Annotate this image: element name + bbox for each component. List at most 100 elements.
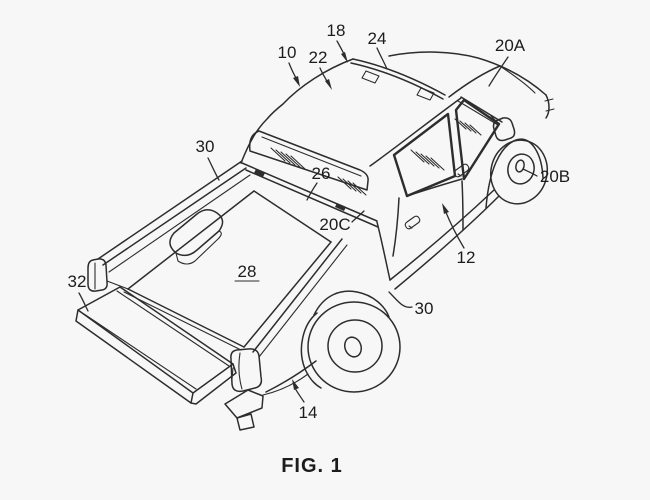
ref-label-12: 12 — [457, 248, 476, 267]
front-wheel-rim — [507, 153, 535, 185]
bed-left-rail-mid — [102, 167, 247, 266]
bed-right-corner-post — [230, 348, 263, 393]
ref-label-18: 18 — [327, 21, 346, 40]
leader-30-right — [388, 291, 413, 308]
bed-left-rail-inner — [108, 174, 251, 273]
ref-label-20B: 20B — [540, 167, 570, 186]
bed-front-rail-outer — [241, 162, 378, 222]
bumper-step — [224, 389, 264, 419]
figure-caption: FIG. 1 — [281, 455, 343, 477]
tailgate-panel-line-b — [116, 290, 230, 367]
arrowhead-22 — [325, 79, 332, 90]
front-tire-outer — [490, 139, 548, 205]
leader-30-left — [207, 157, 220, 181]
a-pillar-outer — [460, 96, 503, 123]
tailgate-panel-line-a — [83, 313, 197, 390]
a-pillar-inner — [457, 100, 499, 126]
back-glass-hatch-right — [337, 176, 367, 196]
cab-silhouette — [240, 58, 354, 164]
back-glass-inner-line — [261, 136, 362, 177]
roofline-over-windows — [369, 97, 462, 167]
rear-tire-outer — [307, 301, 401, 393]
tailgate-bottom-edge — [75, 309, 192, 404]
front-fascia-edge — [545, 94, 550, 119]
roof-rail-outer — [352, 58, 446, 96]
bed-floor-rear-edge — [127, 288, 245, 348]
leader-14 — [294, 387, 305, 403]
leader-26 — [306, 182, 318, 201]
bed-floor-left-edge — [127, 190, 255, 290]
leader-24 — [376, 47, 388, 70]
back-glass — [248, 130, 369, 191]
windshield-edge — [448, 65, 501, 98]
ref-label-24: 24 — [368, 29, 387, 48]
roof-rail-inner — [350, 62, 444, 100]
bed-rear-sill-line — [123, 291, 242, 351]
rear-wheel — [300, 301, 401, 393]
roof-vent-front — [416, 87, 435, 101]
leader-20B — [522, 168, 538, 177]
wheel-hump — [169, 209, 224, 257]
cab — [240, 51, 555, 290]
rear-window-hatch — [410, 149, 445, 171]
rail-clamp-left — [254, 169, 265, 177]
rear-bumper-hitch — [224, 373, 309, 431]
leader-32 — [78, 292, 89, 312]
rail-clamp-right — [335, 203, 346, 211]
cargo-bed — [87, 160, 390, 393]
leader-12 — [444, 209, 465, 249]
roof-vent-rear — [361, 70, 380, 84]
bed-wall-base-joint — [106, 280, 129, 290]
bed-floor-front-edge — [253, 190, 332, 243]
ref-label-20C: 20C — [319, 215, 350, 234]
hood-far-silhouette — [388, 51, 547, 96]
arrowhead-14 — [292, 379, 299, 390]
leader-lines — [78, 40, 538, 403]
beltline — [406, 178, 463, 197]
rear-wheel-rim — [327, 319, 383, 373]
front-door-handle-dot — [457, 173, 462, 177]
ref-label-10: 10 — [278, 43, 297, 62]
ref-label-32: 32 — [68, 272, 87, 291]
ref-label-20A: 20A — [495, 36, 526, 55]
ref-label-26: 26 — [312, 164, 331, 183]
ref-label-28: 28 — [238, 262, 257, 281]
arrowhead-18 — [341, 52, 348, 63]
corner-post-line — [238, 352, 243, 390]
cab-bed-seam — [376, 221, 391, 281]
front-fascia-tick-b — [545, 108, 555, 112]
rear-door-seam — [392, 197, 400, 257]
rear-door-handle-dot — [408, 225, 413, 229]
underbody-line — [262, 373, 309, 396]
leader-20C — [351, 210, 365, 223]
hood-near-edge — [499, 65, 536, 94]
front-door-handle — [453, 163, 470, 178]
front-wheel — [490, 139, 548, 205]
rear-door-handle — [404, 215, 421, 230]
tailgate-hinge-link — [231, 367, 234, 380]
bed-right-rail-outer — [252, 238, 343, 353]
bed-left-corner-cap — [87, 258, 108, 292]
rear-door-window — [392, 112, 457, 198]
glass-hatching — [270, 118, 482, 196]
tailgate — [75, 286, 237, 405]
ref-label-30-right-rail: 30 — [415, 299, 434, 318]
leader-20A — [488, 56, 509, 87]
arrowhead-10 — [293, 76, 300, 87]
rear-wheel-arch — [313, 290, 390, 318]
front-wheel-hub — [515, 159, 525, 173]
wheel-hump-thickness — [175, 230, 222, 265]
rocker-upper — [389, 189, 495, 281]
ref-label-22: 22 — [309, 48, 328, 67]
back-glass-hatch-left — [270, 147, 306, 170]
ref-label-30-left-rail: 30 — [196, 137, 215, 156]
mirror-stem — [490, 115, 498, 123]
rear-wheel-hub — [343, 336, 363, 358]
rocker-lower — [394, 195, 500, 290]
bed-floor-right-edge — [243, 241, 332, 348]
front-window-hatch — [454, 118, 482, 136]
tailgate-end-cap — [190, 363, 237, 405]
ref-label-14: 14 — [299, 403, 318, 422]
